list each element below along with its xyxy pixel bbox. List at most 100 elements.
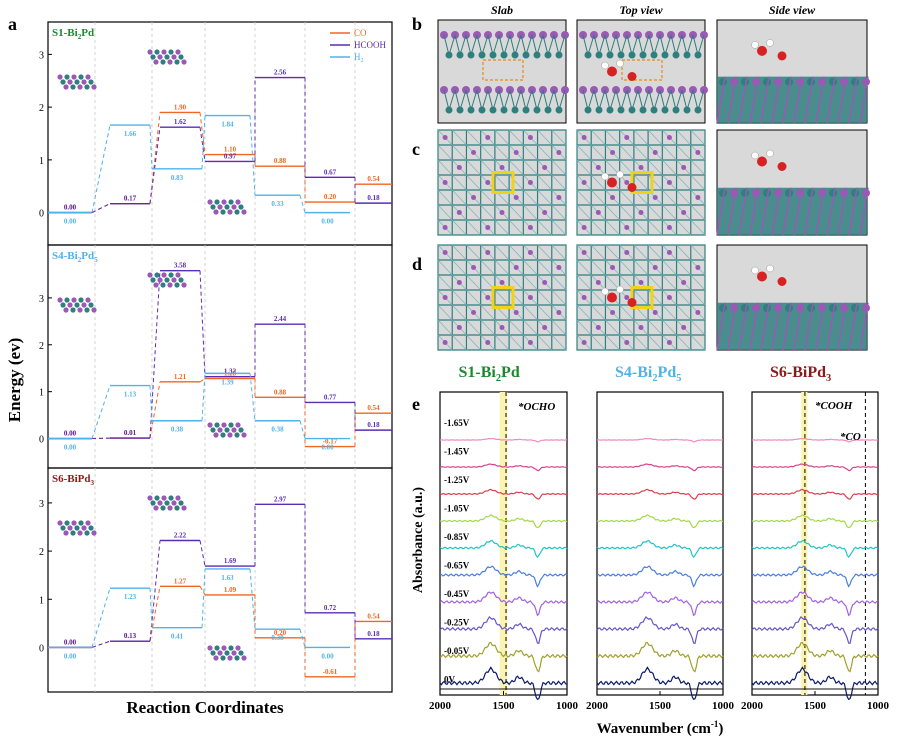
spectrum-line	[439, 565, 568, 588]
atom-icon	[77, 530, 83, 536]
level-value: 0.97	[224, 152, 237, 160]
atom-icon	[168, 49, 174, 55]
atom-icon	[84, 307, 90, 313]
spectrum-line	[440, 488, 568, 500]
annotation-co: *CO	[840, 431, 861, 443]
spectrum-line	[439, 666, 568, 701]
atom-icon	[238, 427, 244, 433]
connector-h2	[91, 588, 111, 648]
level-value: 0.38	[271, 634, 284, 642]
level-value: 2.97	[274, 495, 287, 503]
atom-icon	[160, 505, 166, 511]
connector-h2	[299, 195, 306, 213]
atom-icon	[147, 272, 153, 278]
atom-icon	[181, 505, 187, 511]
atom-icon	[157, 277, 163, 283]
atom-icon	[74, 79, 80, 85]
atom-icon	[227, 655, 233, 661]
atom-icon	[238, 650, 244, 656]
subplot-frame	[47, 467, 393, 693]
structure-image-c-1	[437, 129, 567, 236]
atom-icon	[57, 74, 63, 80]
spectrum-line	[751, 539, 879, 558]
level-value: 2.22	[174, 531, 187, 539]
atom-icon	[174, 282, 180, 288]
highlight-band	[499, 392, 508, 695]
atom-icon	[154, 49, 160, 55]
level-value: 1.90	[174, 103, 187, 111]
level-value: 0.18	[367, 421, 380, 429]
atom-icon	[71, 74, 77, 80]
atom-icon	[153, 505, 159, 511]
connector-co	[149, 112, 161, 204]
potential-label: -0.85V	[444, 532, 470, 542]
structure-pictogram	[207, 645, 247, 661]
atom-icon	[153, 282, 159, 288]
y-tick-label: 1	[39, 595, 44, 606]
x-tick-label: 1500	[804, 700, 827, 712]
atom-icon	[235, 645, 241, 651]
atom-icon	[175, 49, 181, 55]
structure-image-d-3	[716, 244, 870, 351]
level-value: 0.88	[274, 157, 287, 165]
atom-icon	[67, 302, 73, 308]
atom-icon	[228, 199, 234, 205]
atom-icon	[234, 655, 240, 661]
hydrogen-atom-icon	[751, 266, 759, 275]
level-value: 0.00	[64, 638, 77, 646]
connector-hcooh	[149, 270, 161, 439]
level-value: 0.00	[64, 430, 77, 438]
atom-icon	[88, 79, 94, 85]
y-tick-label: 2	[39, 103, 44, 114]
x-tick-label: 1000	[556, 700, 579, 712]
column-header: Side view	[769, 3, 816, 17]
level-value: 1.66	[124, 130, 137, 138]
panel-title: S6-BiPd3	[52, 473, 95, 487]
active-site-box	[621, 59, 663, 81]
y-tick-label: 1	[39, 388, 44, 399]
hydrogen-atom-icon	[751, 151, 759, 160]
atom-icon	[57, 520, 63, 526]
atom-icon	[64, 74, 70, 80]
bond-highlight	[491, 171, 515, 194]
x-tick-label: 2000	[429, 700, 452, 712]
panel-label-d: d	[412, 254, 422, 274]
connector-h2	[91, 124, 111, 213]
atom-icon	[161, 495, 167, 501]
connector-co	[199, 378, 206, 383]
level-value: 1.63	[221, 574, 234, 582]
atom-icon	[161, 272, 167, 278]
active-site-box	[482, 59, 524, 81]
y-tick-label: 0	[39, 643, 44, 654]
atom-icon	[154, 495, 160, 501]
level-value: 0.20	[274, 629, 287, 637]
spectrum-line	[596, 514, 724, 529]
structure-image-b-1	[437, 19, 569, 124]
level-value: 1.62	[174, 118, 187, 126]
level-value: 0.33	[271, 200, 284, 208]
atom-icon	[210, 427, 216, 433]
level-value: 0.20	[324, 193, 337, 201]
connector-h2	[201, 373, 206, 421]
atom-icon	[181, 282, 187, 288]
atom-icon	[153, 59, 159, 65]
spectra-frame	[596, 391, 724, 696]
x-tick-label: 1500	[649, 700, 672, 712]
atom-icon	[171, 277, 177, 283]
connector-hcooh	[149, 127, 161, 204]
panel-title: S4-Bi2Pd5	[615, 364, 681, 384]
atom-icon	[217, 650, 223, 656]
atom-icon	[175, 272, 181, 278]
level-value: 0.00	[64, 204, 77, 212]
atom-icon	[88, 302, 94, 308]
level-value: 0.54	[367, 404, 380, 412]
atom-icon	[147, 49, 153, 55]
atom-icon	[74, 302, 80, 308]
atom-icon	[81, 302, 87, 308]
highlight-band	[801, 392, 808, 695]
atom-icon	[81, 79, 87, 85]
spectrum-line	[439, 514, 568, 529]
